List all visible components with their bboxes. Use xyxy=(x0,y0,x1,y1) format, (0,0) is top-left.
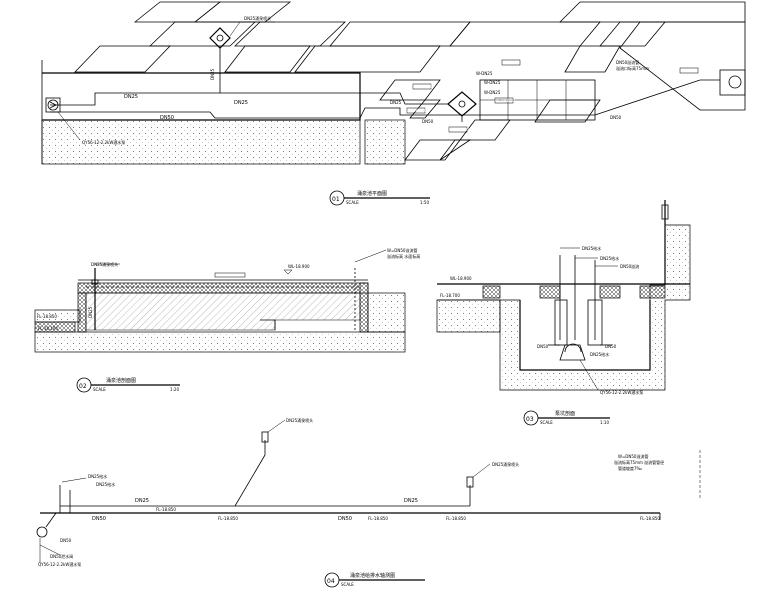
plan-el-4: FL-18.650 xyxy=(495,98,515,103)
iso-el-4: FL-18.850 xyxy=(446,516,466,521)
section-view: DN25涌泉喷头 W=DN50溢流管 溢流标高 水面标高 WL-18.900 F… xyxy=(34,247,420,393)
plan-label-overflow: DN50溢流管 xyxy=(616,59,639,65)
section-label-dn25: DN25 xyxy=(88,306,93,318)
iso-pump-circle xyxy=(36,526,48,538)
iso-label-dn25-left2: DN25给水 xyxy=(96,481,115,487)
section-label-overflow-note: 溢流标高 水面标高 xyxy=(387,253,420,259)
iso-el-1: FL-18.850 xyxy=(156,507,176,512)
view-04-scale-label: SCALE xyxy=(341,582,354,587)
iso-label-dn25-mid: DN25涌泉喷头 xyxy=(492,461,519,467)
plan-ground-hatch-2 xyxy=(364,119,406,165)
view-03-scale-label: SCALE xyxy=(540,420,553,425)
central-nozzle xyxy=(458,100,466,108)
view-02-number: 02 xyxy=(79,383,87,390)
plan-note-c: W-DN25 xyxy=(476,71,493,76)
plan-label-overflow-note: 溢流口标高75mm xyxy=(616,65,649,71)
pump-box xyxy=(719,69,746,96)
iso-el-2: FL-18.850 xyxy=(218,516,238,521)
plan-label-dn50-a: DN50 xyxy=(160,115,174,121)
view-02-scale: 1:20 xyxy=(170,387,179,392)
iso-label-dn25-top: DN25涌泉喷头 xyxy=(286,417,313,423)
pump-symbol xyxy=(45,97,61,113)
plan-label-nozzle: DN25涌泉喷头 xyxy=(244,15,271,21)
plan-label-dn50-b: DN50 xyxy=(422,119,434,124)
pit-label-pump: QY56-12-2.2kW潜水泵 xyxy=(600,389,643,395)
plan-label-dn25-vert: DN25 xyxy=(210,68,215,80)
pit-view: DN25给水 DN25给水 DN50溢流 FL-18.700 WL-18.900… xyxy=(436,200,691,426)
iso-label-overflow-note2: 管道坡度7‰ xyxy=(618,465,643,471)
view-03-number: 03 xyxy=(526,416,534,423)
view-03-scale: 1:10 xyxy=(600,420,609,425)
iso-label-dn50-run2: DN50 xyxy=(338,516,352,522)
pit-el-left: FL-18.700 xyxy=(440,293,460,298)
central-fountain-diamond xyxy=(447,91,477,117)
iso-el-3: FL-18.850 xyxy=(368,516,388,521)
iso-view: DN25涌泉喷头 DN25涌泉喷头 DN25给水 DN25给水 DN25 DN2… xyxy=(36,417,701,588)
view-04-number: 04 xyxy=(327,578,335,585)
view-02-title: 涌泉池剖面图 xyxy=(106,377,136,384)
plan-note-a: W-DN25 xyxy=(484,80,501,85)
view-02-scale-label: SCALE xyxy=(93,387,106,392)
section-base xyxy=(34,331,406,353)
stair-area-top xyxy=(559,1,746,23)
upper-fountain-diamond xyxy=(209,27,231,49)
pit-label-pipe3: DN50溢流 xyxy=(620,263,639,269)
plan-note-b: W-DN25 xyxy=(484,90,501,95)
plan-el-2: FL-18.650 xyxy=(407,108,427,113)
pit-el-water: WL-18.900 xyxy=(450,276,472,281)
section-label-nozzle: DN25涌泉喷头 xyxy=(91,261,118,267)
section-water-level: WL-18.900 xyxy=(288,264,310,269)
section-el-left: FL-18.850 xyxy=(37,314,57,319)
pipe-dn50 xyxy=(50,107,595,119)
section-el-bottom: FL-18.100 xyxy=(38,326,58,331)
stair-area xyxy=(619,21,746,111)
iso-label-pump: QY56-12-2.2kW潜水泵 xyxy=(38,561,81,567)
pit-dn50-right: DN50 xyxy=(605,344,617,349)
plan-el-1: FL-18.850 xyxy=(413,84,433,89)
iso-label-dn25-left1: DN25给水 xyxy=(88,473,107,479)
iso-label-dn50-left: DN50 xyxy=(60,538,72,543)
pit-dn50-left: DN50 xyxy=(537,344,549,349)
plan-label-dn25-b: DN25 xyxy=(234,100,248,106)
pipe-dn25 xyxy=(50,92,448,106)
plan-view: DN25涌泉喷头 DN25 DN25 DN25 DN50 DN50 DN50 D… xyxy=(41,1,746,206)
view-04-title: 涌泉池给排水轴测图 xyxy=(350,572,395,579)
section-label-overflow: W=DN50溢流管 xyxy=(387,247,417,253)
view-01-scale-label: SCALE xyxy=(346,200,359,205)
iso-label-dn25-run2: DN25 xyxy=(404,498,418,504)
plan-label-dn50-c: DN50 xyxy=(610,115,622,120)
view-01-number: 01 xyxy=(332,196,340,203)
iso-dn25-branch xyxy=(60,440,266,507)
pool-edge xyxy=(42,72,361,121)
pit-pump xyxy=(559,344,586,361)
view-01-scale: 1:50 xyxy=(420,200,429,205)
section-coping xyxy=(77,282,369,294)
iso-label-overflow-note: 溢流标高75mm 溢流管管径 xyxy=(614,459,664,465)
plan-label-pump: QY56-12-2.2kW潜水泵 xyxy=(82,139,125,145)
plan-ground-hatch xyxy=(41,119,361,165)
pit-label-pipe2: DN25给水 xyxy=(600,255,619,261)
pit-label-pipe1: DN25给水 xyxy=(582,245,601,251)
pit-label-pump-note: DN25给水 xyxy=(590,351,609,357)
iso-label-overflow: W=DN50溢流管 xyxy=(618,453,648,459)
plan-label-dn25-a: DN25 xyxy=(124,94,138,100)
section-water xyxy=(85,292,361,331)
view-01-title: 涌泉池平面图 xyxy=(357,190,387,197)
plan-label-dn25-c: DN25 xyxy=(390,100,402,105)
iso-label-dn25-run: DN25 xyxy=(135,498,149,504)
view-03-title: 泵坑剖面 xyxy=(555,410,575,417)
iso-label-dn50-valve: DN50泄水阀 xyxy=(50,553,73,559)
iso-label-dn50-run1: DN50 xyxy=(92,516,106,522)
iso-el-5: FL-18.850 xyxy=(640,516,660,521)
paving-stones xyxy=(74,1,666,161)
plan-el-3: FL-18.850 xyxy=(449,127,469,132)
